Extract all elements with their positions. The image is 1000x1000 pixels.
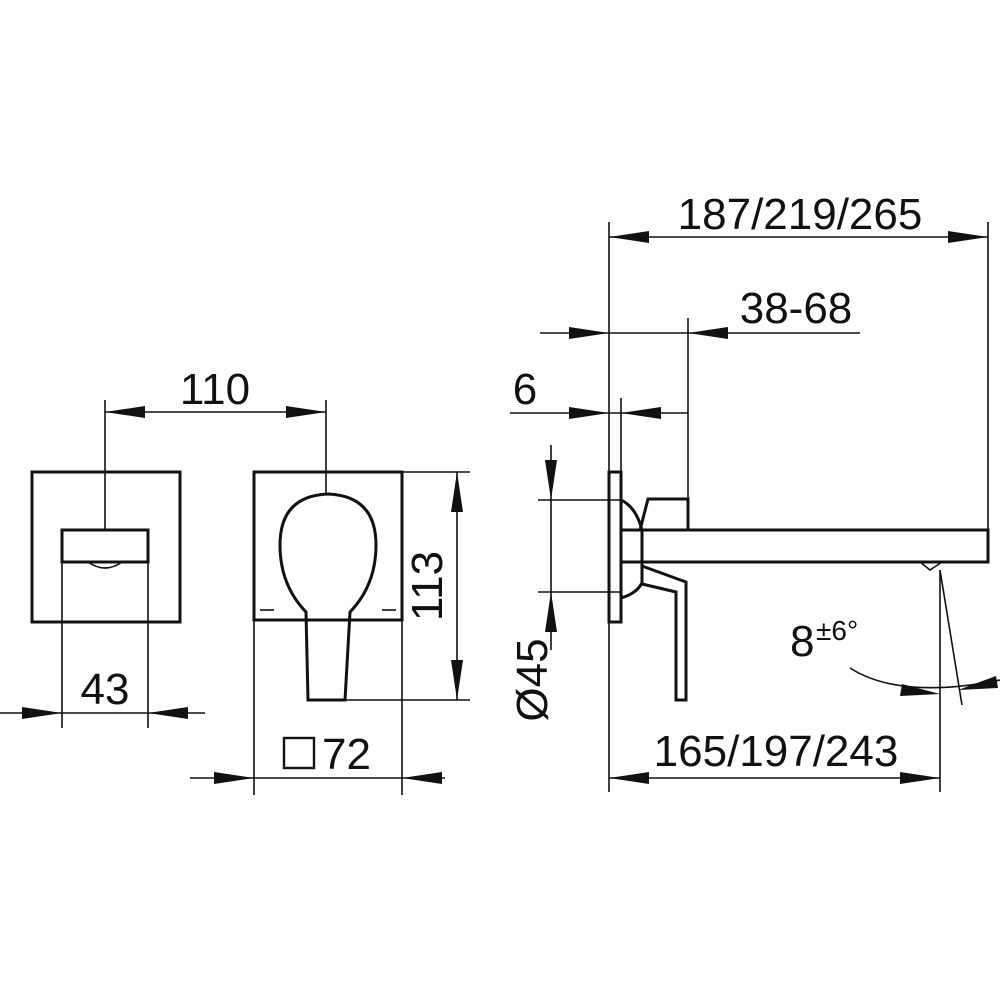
- arrow-165-right: [900, 772, 940, 784]
- arrow-187-left: [609, 231, 649, 243]
- arrow-45-top: [545, 460, 557, 500]
- label-187-219-265: 187/219/265: [678, 190, 923, 239]
- arrow-72-right: [402, 772, 442, 784]
- label-113: 113: [403, 551, 452, 621]
- arrow-165-left: [609, 772, 649, 784]
- dimension-165-197-243: 165/197/243: [608, 570, 941, 792]
- arrow-187-right: [948, 231, 988, 243]
- arrow-113-bottom: [451, 660, 463, 700]
- dimension-113: 113: [345, 471, 470, 701]
- arrow-110-left: [105, 406, 145, 418]
- side-handle-top: [638, 497, 690, 532]
- arrow-43-right: [148, 707, 188, 719]
- spout: [621, 528, 990, 564]
- label-angle-value: 8: [790, 617, 814, 666]
- dimension-110: 110: [104, 365, 327, 530]
- side-plate: [607, 470, 623, 624]
- mixer-handle: [278, 492, 378, 702]
- left-view-cover-plate: [30, 470, 182, 624]
- arrow-angle-left: [900, 684, 940, 696]
- dimension-6: 6: [510, 365, 688, 472]
- arrow-45-bottom: [545, 592, 557, 632]
- arrow-72-left: [214, 772, 254, 784]
- dimension-diameter-45: Ø45: [508, 445, 621, 722]
- arrow-43-left: [22, 707, 62, 719]
- label-angle-tolerance: ±6°: [816, 615, 858, 646]
- middle-view-mixer-plate: [252, 470, 404, 702]
- dimension-43: 43: [0, 562, 205, 728]
- side-handle-lever: [641, 564, 688, 702]
- arrow-110-right: [286, 406, 326, 418]
- label-diameter-45: Ø45: [508, 638, 557, 721]
- spout-aerator: [919, 561, 943, 571]
- label-43: 43: [81, 665, 130, 714]
- diverter-lever-shadow: [87, 561, 123, 569]
- arrow-38-right: [688, 327, 728, 339]
- label-110: 110: [180, 365, 250, 414]
- label-38-68: 38-68: [740, 284, 853, 333]
- arrow-angle-right: [958, 676, 998, 690]
- angle-ref-line: [939, 569, 963, 706]
- middle-plate-outline: [252, 470, 404, 622]
- arrow-6-right: [621, 407, 661, 419]
- dimension-angle: 8 ±6°: [790, 569, 1000, 706]
- arrow-38-left: [569, 327, 609, 339]
- diverter-lever: [60, 528, 150, 564]
- label-6: 6: [513, 365, 537, 414]
- label-165-197-243: 165/197/243: [654, 727, 899, 776]
- dimension-72: 72: [190, 620, 445, 795]
- square-symbol-icon: [282, 736, 316, 770]
- dimension-38-68: 38-68: [540, 284, 860, 499]
- label-72: 72: [322, 730, 371, 779]
- arrow-113-top: [451, 472, 463, 512]
- side-handle-base: [620, 498, 644, 600]
- dimension-187-219-265: 187/219/265: [608, 190, 989, 530]
- left-plate-outline: [30, 470, 182, 624]
- side-view-profile: [607, 470, 990, 702]
- arrow-6-left: [569, 407, 609, 419]
